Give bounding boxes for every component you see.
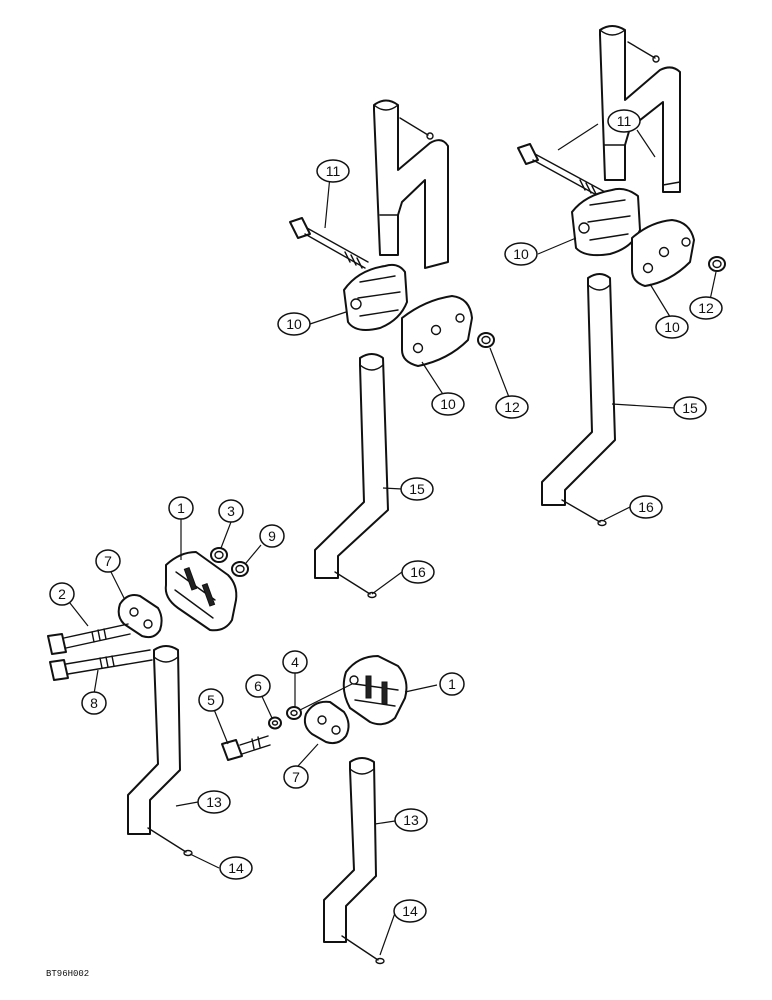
pin: [399, 117, 429, 136]
bolt: [49, 649, 153, 681]
assembly-bottom-center: [221, 655, 408, 965]
callout-balloon: 10: [277, 312, 311, 336]
callout-balloon: 16: [401, 560, 435, 584]
callout-label: 12: [698, 300, 714, 316]
step-tube: [541, 273, 616, 506]
callout-label: 12: [504, 399, 520, 415]
callout-balloon: 8: [81, 691, 107, 715]
callout-label: 2: [58, 586, 66, 602]
clamp-half: [343, 263, 408, 331]
callout-balloon: 13: [394, 808, 428, 832]
callout-balloon: 11: [316, 159, 350, 183]
assembly-top-center: [289, 99, 495, 599]
callout-label: 8: [90, 695, 98, 711]
upper-step-bracket: [599, 25, 681, 193]
callout-balloon: 10: [504, 242, 538, 266]
callout-label: 15: [682, 400, 698, 416]
callout-balloon: 10: [431, 392, 465, 416]
step-tube: [127, 645, 181, 835]
callout-balloon: 7: [95, 549, 121, 573]
callout-label: 1: [448, 676, 456, 692]
callout-balloon: 1: [168, 496, 194, 520]
mount-plate: [342, 655, 408, 726]
clamp-block: [117, 594, 163, 639]
nut: [210, 547, 228, 563]
clamp-half: [571, 187, 641, 257]
step-tube: [323, 757, 377, 943]
callout-label: 6: [254, 678, 262, 694]
callouts: 11 10 10 12 15 16 11 10: [49, 109, 723, 923]
callout-balloon: 16: [629, 495, 663, 519]
assembly-top-right: [517, 25, 726, 527]
cotter-pin: [341, 935, 379, 961]
mount-plate: [164, 551, 238, 632]
callout-label: 10: [440, 396, 456, 412]
bolt: [517, 143, 606, 199]
callout-balloon: 14: [393, 899, 427, 923]
callout-label: 3: [227, 503, 235, 519]
bolt: [221, 735, 271, 761]
callout-label: 14: [228, 860, 244, 876]
callout-label: 14: [402, 903, 418, 919]
callout-balloon: 10: [655, 315, 689, 339]
callout-label: 10: [286, 316, 302, 332]
nut: [708, 256, 726, 272]
callout-label: 1: [177, 500, 185, 516]
callout-balloon: 4: [282, 650, 308, 674]
callout-label: 11: [326, 163, 341, 179]
callout-balloon: 3: [218, 499, 244, 523]
callout-balloon: 15: [400, 477, 434, 501]
washer: [286, 706, 302, 720]
clamp-block: [303, 700, 350, 745]
callout-label: 9: [268, 528, 276, 544]
bolt: [289, 217, 369, 269]
cotter-pin: [561, 499, 601, 523]
drawing-code: BT96H002: [46, 969, 89, 979]
nut: [231, 561, 249, 577]
callout-label: 13: [403, 812, 419, 828]
callout-label: 13: [206, 794, 222, 810]
callout-balloon: 14: [219, 856, 253, 880]
callout-balloon: 1: [439, 672, 465, 696]
lock-washer: [268, 716, 282, 730]
callout-balloon: 9: [259, 524, 285, 548]
callout-label: 7: [104, 553, 112, 569]
callout-balloon: 13: [197, 790, 231, 814]
cotter-pin: [147, 827, 187, 853]
callout-label: 4: [291, 654, 299, 670]
assembly-left: [47, 547, 249, 857]
callout-label: 16: [410, 564, 426, 580]
callout-label: 10: [513, 246, 529, 262]
callout-balloon: 12: [689, 296, 723, 320]
nut: [477, 332, 495, 348]
callout-balloon: 6: [245, 674, 271, 698]
callout-balloon: 15: [673, 396, 707, 420]
callout-label: 5: [207, 692, 215, 708]
step-tube: [314, 353, 389, 579]
callout-label: 15: [409, 481, 425, 497]
callout-balloon: 5: [198, 688, 224, 712]
callout-label: 10: [664, 319, 680, 335]
callout-balloon: 2: [49, 582, 75, 606]
cotter-pin: [334, 571, 371, 595]
callout-label: 11: [617, 113, 632, 129]
callout-balloon: 12: [495, 395, 529, 419]
callout-label: 7: [292, 769, 300, 785]
callout-balloon: 11: [607, 109, 641, 133]
callout-balloon: 7: [283, 765, 309, 789]
upper-step-bracket: [373, 99, 449, 269]
bolt: [47, 623, 131, 655]
callout-label: 16: [638, 499, 654, 515]
pin: [627, 41, 656, 59]
